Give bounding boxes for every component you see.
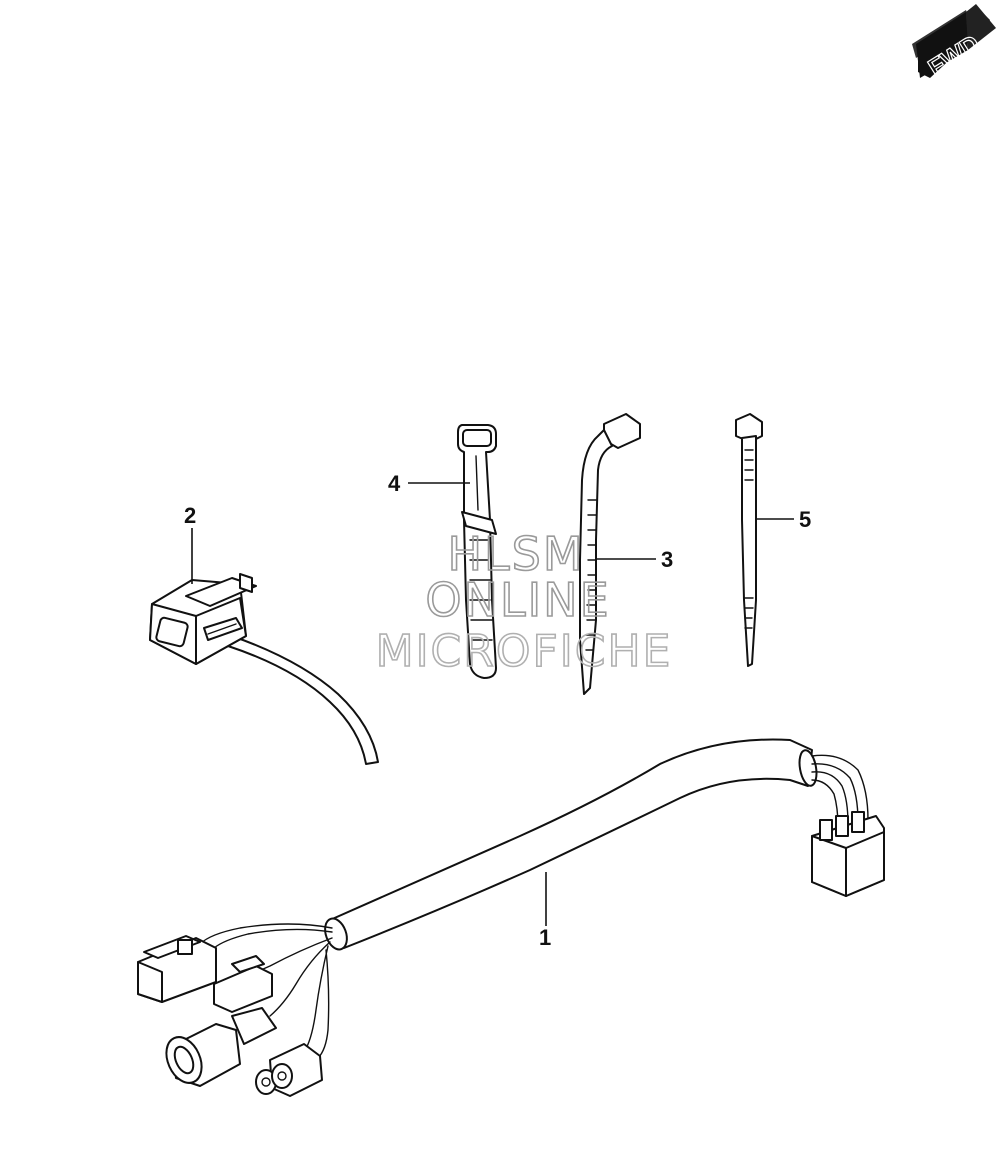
cable-tie-part (735, 413, 763, 667)
callout-1: 1 (539, 925, 551, 950)
callout-3: 3 (661, 547, 673, 572)
watermark-line-1: HLSM (447, 527, 584, 581)
clamp-band-part (457, 424, 497, 679)
fwd-arrow-icon: FWD (912, 4, 996, 83)
clamp-tie-bent-part (579, 413, 641, 695)
watermark: HLSM ONLINE MICROFICHE (375, 526, 673, 678)
callout-4: 4 (388, 471, 401, 496)
switch-with-lead-part (149, 573, 379, 765)
callout-5: 5 (799, 507, 811, 532)
main-wiring-harness-part (137, 738, 885, 1097)
watermark-line-2: ONLINE (425, 573, 610, 627)
callout-2: 2 (184, 503, 196, 528)
watermark-line-3: MICROFICHE (376, 626, 673, 677)
